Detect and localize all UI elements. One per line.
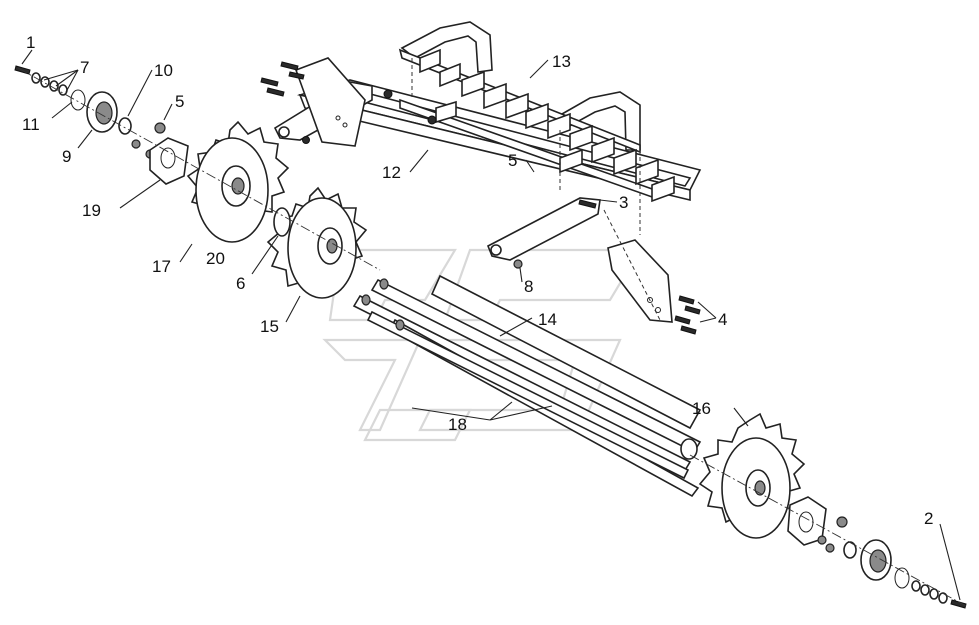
callout-4: 4	[718, 310, 727, 329]
callout-5-center: 5	[508, 151, 517, 170]
callout-15: 15	[260, 317, 279, 336]
callout-7: 7	[80, 58, 89, 77]
callout-5-left: 5	[175, 92, 184, 111]
callout-8: 8	[524, 277, 533, 296]
callout-2: 2	[924, 509, 933, 528]
callout-1: 1	[26, 33, 35, 52]
callout-3: 3	[619, 193, 628, 212]
left-bearing-stack	[14, 65, 291, 237]
leader-lines	[21, 49, 961, 601]
callout-9: 9	[62, 147, 71, 166]
rods	[352, 274, 702, 498]
middle-sprocket	[266, 186, 368, 299]
callout-20: 20	[206, 249, 225, 268]
callout-13: 13	[552, 52, 571, 71]
callout-16: 16	[692, 399, 711, 418]
right-arm	[486, 197, 601, 261]
callout-11: 11	[22, 115, 40, 134]
comb-teeth	[419, 48, 675, 203]
scraper-comb	[398, 21, 675, 203]
frame-bolts	[260, 61, 701, 335]
center-lines	[17, 58, 967, 607]
callout-12: 12	[382, 163, 401, 182]
callout-6: 6	[236, 274, 245, 293]
callout-18: 18	[448, 415, 467, 434]
left-bracket-plate	[294, 57, 366, 147]
right-bearing-stack	[787, 496, 967, 609]
callout-19: 19	[82, 201, 101, 220]
callout-labels: 1 2 3 4 5 5 6 7 8 9 10 11 12 13 14 15 16…	[22, 33, 933, 528]
callout-17: 17	[152, 257, 171, 276]
right-sprocket	[698, 412, 806, 539]
callout-14: 14	[538, 310, 557, 329]
left-sprocket	[186, 120, 290, 243]
callout-10: 10	[154, 61, 173, 80]
